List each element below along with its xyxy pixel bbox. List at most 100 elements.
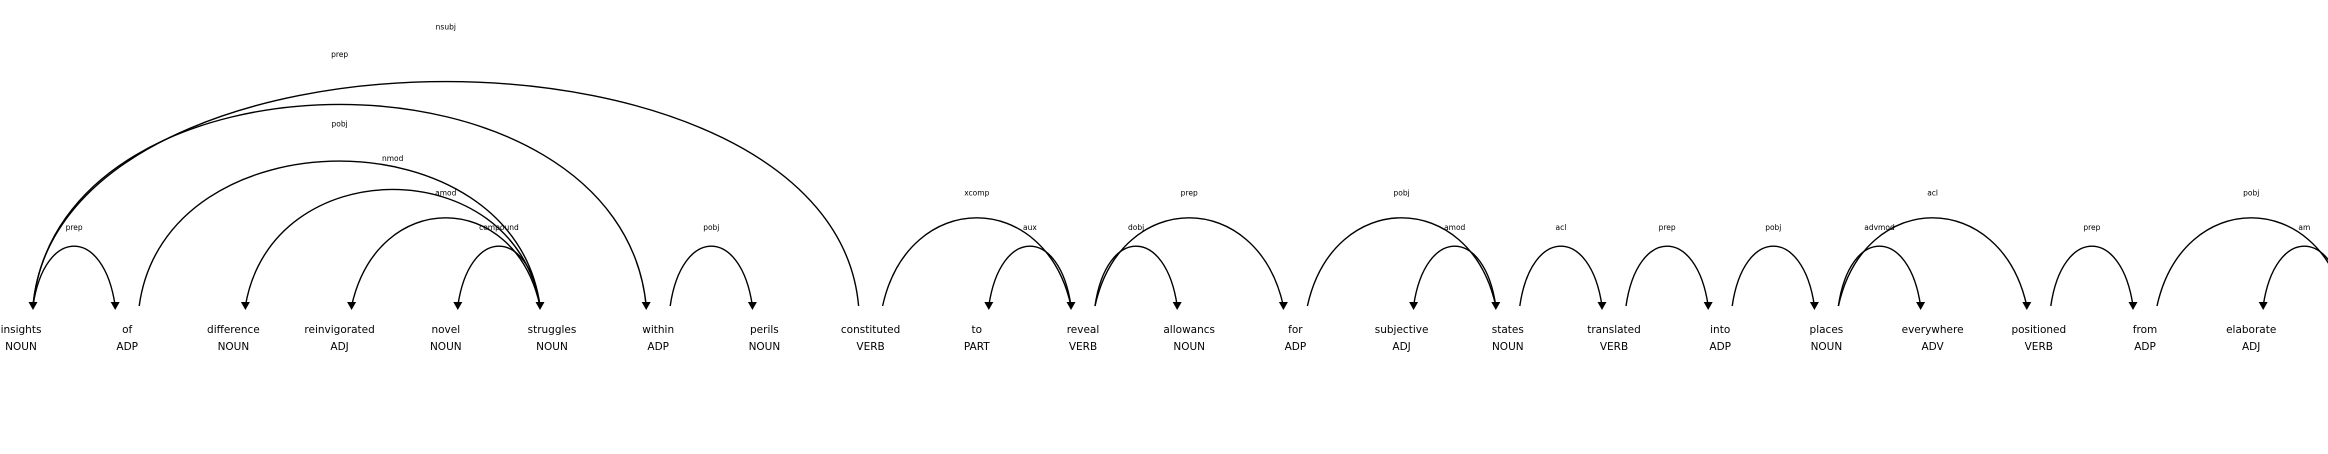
dependency-arc: nsubj: [28, 22, 860, 310]
token-word: allowancs: [1163, 324, 1215, 336]
arc-line: [1837, 217, 2028, 307]
arc-line: [881, 217, 1072, 307]
dependency-arc: compound: [453, 223, 541, 310]
token-tag: ADJ: [330, 341, 348, 353]
token-tag: NOUN: [218, 341, 250, 353]
token-word: constituted: [841, 324, 900, 336]
dependency-arc: nmod: [240, 154, 541, 310]
arrow-head-icon: [747, 302, 757, 310]
dependency-arc: pobj: [669, 223, 757, 310]
arrow-head-icon: [110, 302, 120, 310]
arc-line: [988, 245, 1072, 307]
arrow-head-icon: [2022, 302, 2032, 310]
token-word: subjective: [1375, 324, 1429, 336]
arc-line: [1837, 245, 1922, 307]
token-word: for: [1288, 324, 1303, 336]
token-word: everywhere: [1902, 324, 1964, 336]
token-word: reveal: [1067, 324, 1100, 336]
arrow-head-icon: [1916, 302, 1926, 310]
token-tag: NOUN: [430, 341, 462, 353]
arc-label: amod: [435, 188, 456, 197]
arc-line: [2262, 245, 2328, 307]
token-word: states: [1492, 324, 1524, 336]
arc-line: [1625, 245, 1709, 307]
arc-label: acl: [1555, 223, 1566, 232]
token-word: translated: [1587, 324, 1641, 336]
token-word: elaborate: [2226, 324, 2276, 336]
arrow-head-icon: [453, 302, 463, 310]
arc-label: pobj: [1765, 223, 1781, 232]
arc-line: [32, 103, 647, 307]
token-tag: VERB: [1069, 341, 1097, 353]
token-tag: NOUN: [1173, 341, 1205, 353]
token-word: reinvigorated: [304, 324, 374, 336]
token-tag: ADP: [1285, 341, 1307, 353]
token-word: from: [2133, 324, 2157, 336]
dependency-arc: aux: [984, 223, 1072, 310]
token-tag: ADP: [2134, 341, 2156, 353]
dependency-arc: am: [2258, 223, 2328, 310]
arc-label: prep: [66, 223, 83, 232]
token-tag: VERB: [856, 341, 884, 353]
arrow-head-icon: [2128, 302, 2138, 310]
token-tag: PART: [964, 341, 990, 353]
arc-line: [669, 245, 754, 307]
token-tag: NOUN: [5, 341, 37, 353]
arrow-head-icon: [347, 302, 357, 310]
arrow-head-icon: [1172, 302, 1182, 310]
arrow-head-icon: [1809, 302, 1819, 310]
token-word: perils: [750, 324, 779, 336]
token-word: positioned: [2011, 324, 2066, 336]
arrow-head-icon: [641, 302, 651, 310]
arrow-head-icon: [28, 302, 38, 310]
dependency-arc: prep: [1625, 223, 1713, 310]
dependency-arc: pobj: [2156, 188, 2328, 307]
token-tag: ADP: [116, 341, 138, 353]
arc-line: [457, 245, 541, 307]
token-word: to: [972, 324, 983, 336]
arrow-head-icon: [984, 302, 994, 310]
dependency-arc: acl: [1837, 188, 2032, 310]
token-word: insights: [1, 324, 42, 336]
arc-line: [2050, 245, 2134, 307]
arc-line: [1412, 245, 1497, 307]
arc-label: dobj: [1128, 223, 1144, 232]
token-word: of: [122, 324, 132, 336]
arc-label: nmod: [382, 154, 404, 163]
tokens-layer: insightsNOUNofADPdifferenceNOUNreinvigor…: [1, 324, 2277, 353]
arc-line: [32, 80, 860, 307]
token-tag: VERB: [1600, 341, 1628, 353]
arrow-head-icon: [1703, 302, 1713, 310]
token-word: into: [1710, 324, 1730, 336]
dependency-arc: amod: [347, 188, 541, 310]
token-word: within: [642, 324, 674, 336]
token-word: novel: [431, 324, 460, 336]
dependency-arc: prep: [1094, 188, 1288, 310]
arc-label: pobj: [703, 223, 719, 232]
dependency-arc: pobj: [1306, 188, 1501, 310]
dependency-arc: acl: [1519, 223, 1607, 310]
arc-label: xcomp: [964, 188, 989, 197]
arc-line: [138, 160, 541, 307]
arc-label: acl: [1927, 188, 1938, 197]
arc-label: aux: [1023, 223, 1037, 232]
arrow-head-icon: [240, 302, 250, 310]
arc-label: pobj: [331, 119, 347, 128]
arc-line: [1094, 217, 1285, 307]
dependency-arc: xcomp: [881, 188, 1076, 310]
arc-line: [1306, 217, 1497, 307]
token-tag: ADV: [1921, 341, 1944, 353]
arc-label: amod: [1444, 223, 1465, 232]
arc-line: [1094, 245, 1178, 307]
arc-label: am: [2298, 223, 2310, 232]
token-tag: ADJ: [2242, 341, 2260, 353]
dependency-arc: prep: [2050, 223, 2138, 310]
arc-label: prep: [1659, 223, 1676, 232]
dependency-arc: amod: [1409, 223, 1497, 310]
arc-label: pobj: [2243, 188, 2259, 197]
arrow-head-icon: [1409, 302, 1419, 310]
arc-label: advmod: [1864, 223, 1895, 232]
dependency-arc: pobj: [138, 119, 545, 310]
